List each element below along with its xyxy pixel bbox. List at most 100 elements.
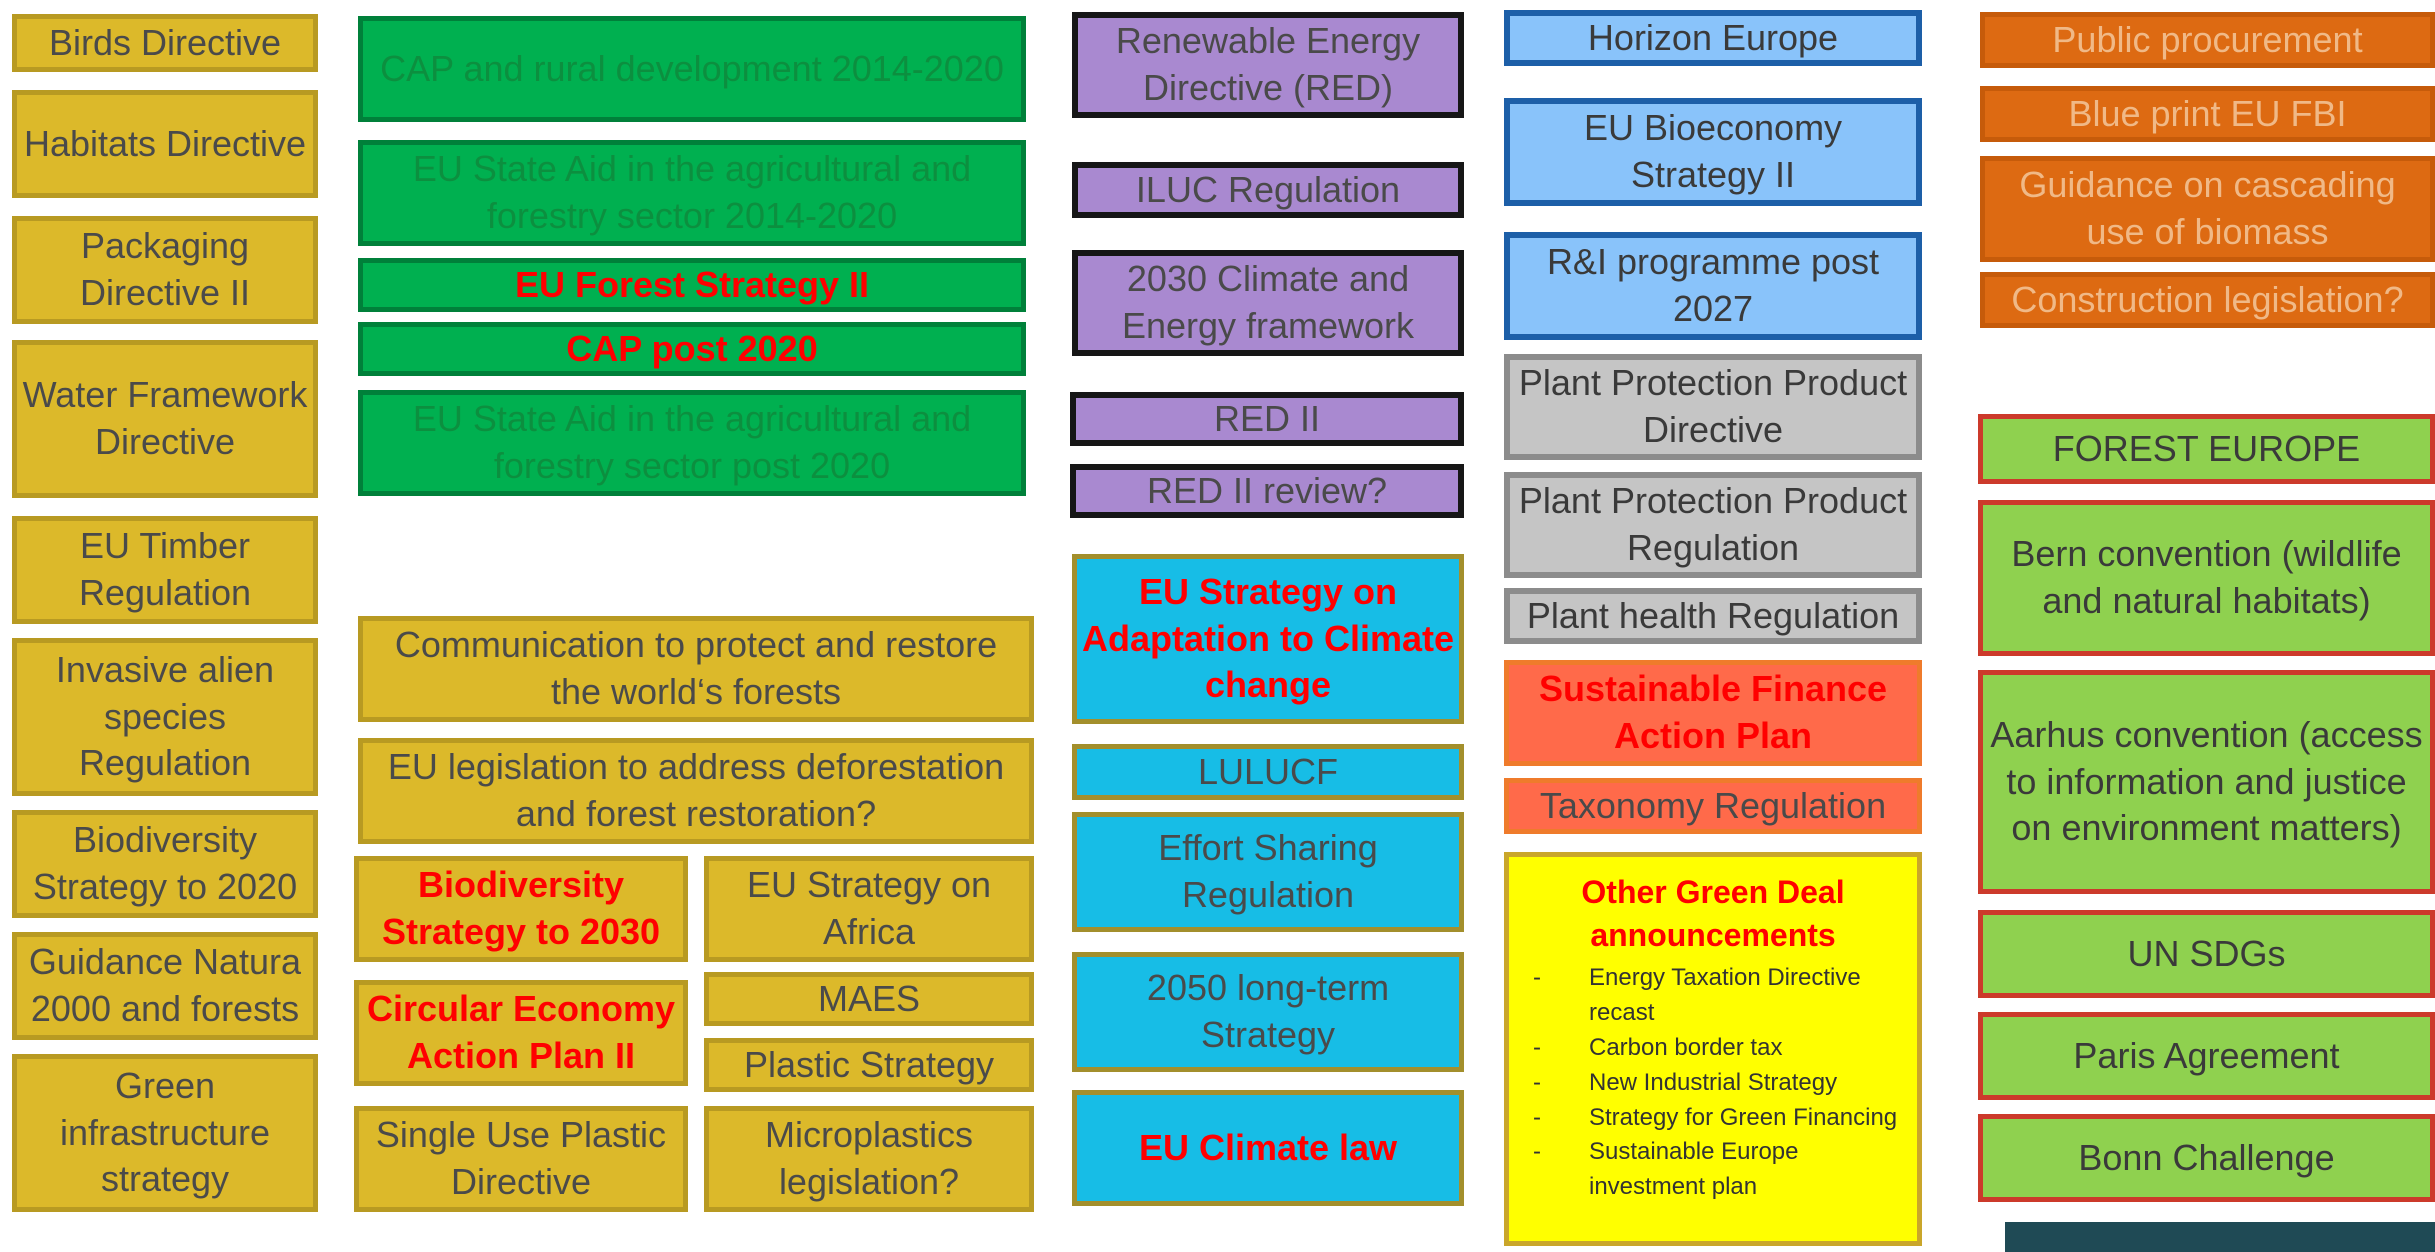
water-framework-directive-box: Water Framework Directive <box>12 340 318 498</box>
renewable-energy-directive-box: Renewable Energy Directive (RED) <box>1072 12 1464 118</box>
paris-agreement-box: Paris Agreement <box>1978 1012 2435 1100</box>
single-use-plastic-box: Single Use Plastic Directive <box>354 1106 688 1212</box>
guidance-natura-2000-box: Guidance Natura 2000 and forests <box>12 932 318 1040</box>
green-deal-item: Carbon border tax <box>1519 1031 1907 1066</box>
eu-legislation-deforestation-label: EU legislation to address deforestation … <box>387 746 1005 834</box>
cap-rural-development-label: CAP and rural development 2014-2020 <box>380 47 1004 89</box>
iluc-regulation-box: ILUC Regulation <box>1072 162 1464 218</box>
green-deal-item: Sustainable Europe investment plan <box>1519 1135 1907 1205</box>
eu-climate-law-label: EU Climate law <box>1138 1126 1398 1168</box>
biodiversity-strategy-2020-box: Biodiversity Strategy to 2020 <box>12 810 318 918</box>
eu-timber-regulation-label: EU Timber Regulation <box>78 525 252 613</box>
forest-europe-label: FOREST EUROPE <box>2052 427 2361 469</box>
cascading-guidance-box: Guidance on cascading use of biomass <box>1980 156 2435 262</box>
birds-directive-box: Birds Directive <box>12 14 318 72</box>
iluc-regulation-label: ILUC Regulation <box>1135 168 1401 210</box>
construction-legislation-label: Construction legislation? <box>2011 278 2404 320</box>
single-use-plastic-label: Single Use Plastic Directive <box>375 1114 667 1202</box>
sustainable-finance-label: Sustainable Finance Action Plan <box>1538 668 1888 756</box>
bern-convention-box: Bern convention (wildlife and natural ha… <box>1978 500 2435 656</box>
effort-sharing-box: Effort Sharing Regulation <box>1072 812 1464 932</box>
plant-health-box: Plant health Regulation <box>1504 588 1922 644</box>
forest-europe-box: FOREST EUROPE <box>1978 414 2435 484</box>
bonn-challenge-label: Bonn Challenge <box>2078 1136 2335 1178</box>
green-deal-item: Strategy for Green Financing <box>1519 1101 1907 1136</box>
green-infrastructure-label: Green infrastructure strategy <box>59 1064 271 1200</box>
bern-convention-label: Bern convention (wildlife and natural ha… <box>2011 533 2402 621</box>
cap-rural-development-box: CAP and rural development 2014-2020 <box>358 16 1026 122</box>
aarhus-convention-label: Aarhus convention (access to information… <box>1990 713 2423 849</box>
maes-label: MAES <box>817 977 921 1019</box>
eu-strategy-africa-box: EU Strategy on Africa <box>704 856 1034 962</box>
cap-post-2020-box: CAP post 2020 <box>358 322 1026 376</box>
biodiversity-strategy-2020-label: Biodiversity Strategy to 2020 <box>32 819 298 907</box>
cap-post-2020-label: CAP post 2020 <box>566 327 818 369</box>
green-deal-box: Other Green Deal announcements Energy Ta… <box>1504 852 1922 1246</box>
ri-programme-label: R&I programme post 2027 <box>1546 241 1880 329</box>
microplastics-box: Microplastics legislation? <box>704 1106 1034 1212</box>
ppp-directive-box: Plant Protection Product Directive <box>1504 354 1922 460</box>
packaging-directive-label: Packaging Directive II <box>79 225 251 313</box>
eu-forest-strategy-ii-box: EU Forest Strategy II <box>358 258 1026 312</box>
lulucf-box: LULUCF <box>1072 744 1464 800</box>
bonn-challenge-box: Bonn Challenge <box>1978 1114 2435 1202</box>
eu-timber-regulation-box: EU Timber Regulation <box>12 516 318 624</box>
packaging-directive-box: Packaging Directive II <box>12 216 318 324</box>
renewable-energy-directive-label: Renewable Energy Directive (RED) <box>1115 20 1421 108</box>
public-procurement-label: Public procurement <box>2052 18 2363 60</box>
aarhus-convention-box: Aarhus convention (access to information… <box>1978 670 2435 894</box>
adaptation-strategy-box: EU Strategy on Adaptation to Climate cha… <box>1072 554 1464 724</box>
cascading-guidance-label: Guidance on cascading use of biomass <box>2019 164 2396 252</box>
horizon-europe-box: Horizon Europe <box>1504 10 1922 66</box>
communication-forests-box: Communication to protect and restore the… <box>358 616 1034 722</box>
construction-legislation-box: Construction legislation? <box>1980 272 2435 328</box>
long-term-2050-box: 2050 long-term Strategy <box>1072 952 1464 1072</box>
un-sdgs-box: UN SDGs <box>1978 910 2435 998</box>
green-deal-item: Energy Taxation Directive recast <box>1519 961 1907 1031</box>
water-framework-directive-label: Water Framework Directive <box>22 374 308 462</box>
ppp-regulation-box: Plant Protection Product Regulation <box>1504 472 1922 578</box>
paris-agreement-label: Paris Agreement <box>2073 1034 2340 1076</box>
public-procurement-box: Public procurement <box>1980 12 2435 68</box>
effort-sharing-label: Effort Sharing Regulation <box>1158 827 1378 915</box>
eu-climate-law-box: EU Climate law <box>1072 1090 1464 1206</box>
red-ii-label: RED II <box>1213 397 1320 439</box>
state-aid-post-2020-box: EU State Aid in the agricultural and for… <box>358 390 1026 496</box>
circular-economy-label: Circular Economy Action Plan II <box>366 988 676 1076</box>
state-aid-2014-2020-box: EU State Aid in the agricultural and for… <box>358 140 1026 246</box>
eu-legislation-deforestation-box: EU legislation to address deforestation … <box>358 738 1034 844</box>
red-ii-review-box: RED II review? <box>1070 464 1464 518</box>
climate-energy-2030-box: 2030 Climate and Energy framework <box>1072 250 1464 356</box>
green-deal-list: Energy Taxation Directive recast Carbon … <box>1519 961 1907 1205</box>
lulucf-label: LULUCF <box>1197 750 1339 792</box>
adaptation-strategy-label: EU Strategy on Adaptation to Climate cha… <box>1081 570 1454 706</box>
plastic-strategy-label: Plastic Strategy <box>743 1043 995 1085</box>
green-deal-title: Other Green Deal announcements <box>1581 874 1845 954</box>
state-aid-post-2020-label: EU State Aid in the agricultural and for… <box>412 398 972 486</box>
invasive-alien-species-label: Invasive alien species Regulation <box>55 648 275 784</box>
ppp-regulation-label: Plant Protection Product Regulation <box>1518 480 1908 568</box>
bioeconomy-strategy-label: EU Bioeconomy Strategy II <box>1583 107 1843 195</box>
bioeconomy-strategy-box: EU Bioeconomy Strategy II <box>1504 98 1922 206</box>
taxonomy-regulation-label: Taxonomy Regulation <box>1539 784 1887 826</box>
state-aid-2014-2020-label: EU State Aid in the agricultural and for… <box>412 148 972 236</box>
sustainable-finance-box: Sustainable Finance Action Plan <box>1504 660 1922 766</box>
climate-energy-2030-label: 2030 Climate and Energy framework <box>1121 258 1415 346</box>
un-sdgs-label: UN SDGs <box>2127 932 2286 974</box>
ri-programme-box: R&I programme post 2027 <box>1504 232 1922 340</box>
green-infrastructure-box: Green infrastructure strategy <box>12 1054 318 1212</box>
habitats-directive-box: Habitats Directive <box>12 90 318 198</box>
red-ii-box: RED II <box>1070 392 1464 446</box>
birds-directive-label: Birds Directive <box>48 21 282 63</box>
habitats-directive-label: Habitats Directive <box>23 122 307 164</box>
corner-logo <box>2005 1222 2435 1252</box>
blue-print-label: Blue print EU FBI <box>2068 92 2347 134</box>
plastic-strategy-box: Plastic Strategy <box>704 1038 1034 1092</box>
ppp-directive-label: Plant Protection Product Directive <box>1518 362 1908 450</box>
eu-strategy-africa-label: EU Strategy on Africa <box>746 864 992 952</box>
guidance-natura-2000-label: Guidance Natura 2000 and forests <box>28 941 302 1029</box>
green-deal-item: New Industrial Strategy <box>1519 1066 1907 1101</box>
long-term-2050-label: 2050 long-term Strategy <box>1146 967 1390 1055</box>
horizon-europe-label: Horizon Europe <box>1587 16 1839 58</box>
communication-forests-label: Communication to protect and restore the… <box>394 624 998 712</box>
